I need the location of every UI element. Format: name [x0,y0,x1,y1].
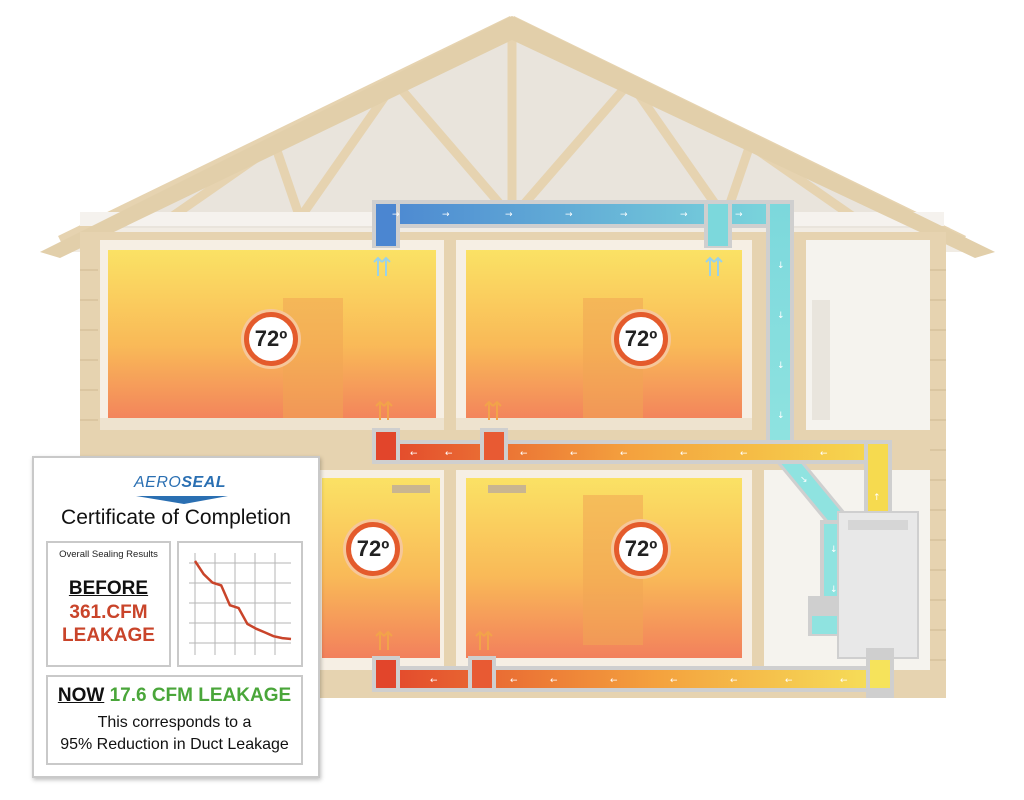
svg-text:←: ← [520,449,528,459]
leakage-trend-graph [189,553,292,655]
before-label: BEFORE [68,578,149,599]
correspondence-line-1: This corresponds to a [97,714,252,731]
svg-text:←: ← [570,449,578,459]
before-unit: LEAKAGE [62,625,155,646]
svg-text:↓: ↓ [830,585,838,595]
thermostat-lower-right: 72º [614,522,668,576]
return-vent-arrows [373,256,723,276]
now-label: NOW [57,685,105,706]
svg-text:←: ← [680,449,688,459]
before-results-panel: Overall Sealing Results BEFORE 361.CFM L… [46,541,171,667]
svg-text:↓: ↓ [777,311,785,321]
svg-text:←: ← [740,449,748,459]
now-results-panel: NOW 17.6 CFM LEAKAGE This corresponds to… [46,675,303,765]
svg-text:↑: ↑ [873,493,881,503]
svg-text:←: ← [820,449,828,459]
svg-text:→: → [620,210,628,220]
svg-text:←: ← [550,676,558,686]
before-value: 361.CFM [69,602,148,623]
certificate-title: Certificate of Completion [61,506,291,529]
temperature-reading: 72º [624,536,658,561]
svg-text:↓: ↓ [777,261,785,271]
svg-text:↓: ↓ [777,411,785,421]
temperature-reading: 72º [356,536,390,561]
svg-text:→: → [505,210,513,220]
svg-text:→: → [565,210,573,220]
leakage-graph-panel [177,541,303,667]
svg-text:→: → [392,210,400,220]
temperature-reading: 72º [624,326,658,351]
svg-text:↓: ↓ [830,545,838,555]
svg-text:←: ← [410,449,418,459]
upper-supply-duct: →→→ →→→ → ↓↓↓ ↓↘ ↓↓→ [372,200,860,636]
svg-text:←: ← [730,676,738,686]
svg-text:←: ← [785,676,793,686]
svg-text:→: → [442,210,450,220]
svg-text:←: ← [670,676,678,686]
thermostat-lower-left: 72º [346,522,400,576]
now-value: 17.6 CFM LEAKAGE [109,685,292,706]
leakage-trend-line [193,560,292,641]
results-label: Overall Sealing Results [59,549,158,560]
svg-text:↓: ↓ [777,361,785,371]
middle-supply-duct: ← ← ← ← ← ← ← ← ↑ [372,400,892,520]
now-row: NOW 17.6 CFM LEAKAGE [48,685,301,707]
svg-text:↘: ↘ [800,475,808,485]
svg-text:→: → [680,210,688,220]
certificate-of-completion: AEROSEAL Certificate of Completion Overa… [32,456,320,778]
svg-text:←: ← [430,676,438,686]
svg-text:←: ← [620,449,628,459]
lower-supply-duct: ← ← ← ← ← ← ← ← [372,630,894,692]
svg-text:←: ← [445,449,453,459]
aeroseal-logo-text: AEROSEAL [134,474,227,491]
thermostat-upper-right: 72º [614,312,668,366]
svg-text:←: ← [510,676,518,686]
svg-text:←: ← [840,676,848,686]
temperature-reading: 72º [254,326,288,351]
aeroseal-logo [136,496,228,504]
room-upper-right [456,240,752,430]
correspondence-line-2: 95% Reduction in Duct Leakage [60,736,289,753]
svg-text:→: → [735,210,743,220]
svg-text:←: ← [610,676,618,686]
room-upper-hall [806,240,930,430]
room-lower-right [456,470,752,670]
thermostat-upper-left: 72º [244,312,298,366]
